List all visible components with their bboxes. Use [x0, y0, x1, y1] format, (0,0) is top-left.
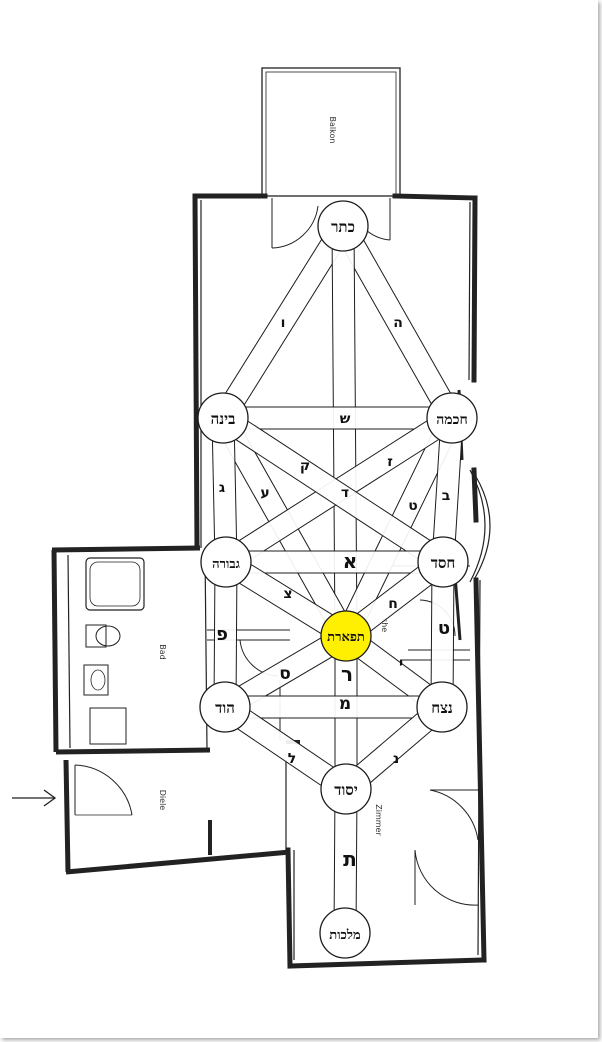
path-chokhmah-binah: [222, 406, 453, 430]
room-label: Zimmer: [374, 804, 383, 836]
path-letter-chokhmah-binah: ש: [340, 411, 351, 427]
path-letter-hod-yesod: ל: [288, 751, 296, 767]
balcony: Balkon: [261, 67, 401, 197]
path-letter-chesed-netzach: ט: [438, 618, 450, 639]
bay-window: [469, 469, 491, 583]
sefirot-nodes: כתר חכמה בינה חסד גבורה תפארת נצח הוד: [197, 200, 478, 959]
path-letter-tiferet-yesod: ר: [341, 662, 353, 686]
path-letter-tiferet-hod: ס: [279, 664, 291, 684]
sefira-chokhmah-label: חכמה: [436, 412, 467, 428]
sefira-keter-label: כתר: [331, 218, 355, 236]
floorplan: Balkon: [12, 67, 491, 969]
kitchen-label: che: [380, 618, 389, 632]
path-letter-binah-gevurah: ג: [219, 480, 225, 496]
path-letter-gevurah-tiferet: צ: [283, 586, 292, 602]
path-letter-gevurah-hod: פ: [216, 624, 228, 645]
sefira-hod-label: הוד: [215, 699, 235, 717]
sefira-gevurah[interactable]: גבורה: [200, 536, 252, 588]
sefira-keter[interactable]: כתר: [317, 200, 369, 252]
bath-label: Bad: [158, 644, 167, 659]
path-letter-netzach-yesod: נ: [393, 751, 399, 767]
path-keter-tiferet: [331, 225, 358, 637]
sefira-chesed[interactable]: חסד: [417, 536, 469, 588]
sefira-yesod-label: יסוד: [334, 781, 358, 799]
path-letter-binah-tiferet: ק: [300, 458, 310, 474]
sefira-malkhut[interactable]: מלכות: [319, 907, 371, 959]
path-letter-chokhmah-chesed: ב: [442, 488, 451, 504]
sefira-netzach[interactable]: נצח: [416, 681, 468, 733]
path-letter-chokhmah-gevurah: ט: [408, 498, 418, 514]
outer-walls: [192, 193, 487, 969]
bathroom: Bad: [51, 545, 211, 755]
paths-layer: [211, 219, 464, 934]
path-letter-netzach-hod: מ: [339, 694, 351, 714]
sefira-yesod[interactable]: יסוד: [320, 763, 372, 815]
path-letter-keter-binah: ו: [281, 315, 286, 331]
inner-walls: [200, 200, 481, 960]
sefira-tiferet[interactable]: תפארת: [320, 610, 372, 662]
sefira-binah-label: בינה: [211, 410, 236, 428]
sefira-tiferet-label: תפארת: [327, 630, 365, 645]
path-letter-keter-tiferet: ד: [341, 485, 349, 501]
balcony-label: Balkon: [328, 117, 337, 144]
hall: Diele: [63, 759, 291, 875]
sefira-malkhut-label: מלכות: [329, 928, 361, 943]
path-netzach-hod: [224, 695, 443, 719]
path-letter-chesed-gevurah: א: [343, 549, 358, 573]
path-letter-tiferet-netzach: י: [399, 656, 403, 672]
path-letter-yesod-malkhut: ת: [343, 847, 357, 871]
path-letter-chesed-tiferet: ח: [388, 596, 398, 612]
path-letter-chokhmah-tiferet: ז: [387, 454, 393, 470]
path-letter-keter-chokhmah: ה: [393, 315, 403, 331]
sefira-chesed-label: חסד: [431, 554, 456, 572]
hall-label: Diele: [158, 790, 167, 811]
path-letter-binah-chesed: ע: [260, 485, 269, 501]
sefira-gevurah-label: גבורה: [212, 557, 240, 572]
entrance-arrow-icon: [12, 789, 57, 807]
sefira-chokhmah[interactable]: חכמה: [426, 392, 478, 444]
sefira-hod[interactable]: הוד: [199, 681, 251, 733]
path-letters: ה ו ש ד ז ק ב ג ט ע א ח צ ט פ י ס ר מ נ …: [216, 315, 450, 871]
sefira-netzach-label: נצח: [431, 699, 453, 717]
sefira-binah[interactable]: בינה: [197, 392, 249, 444]
